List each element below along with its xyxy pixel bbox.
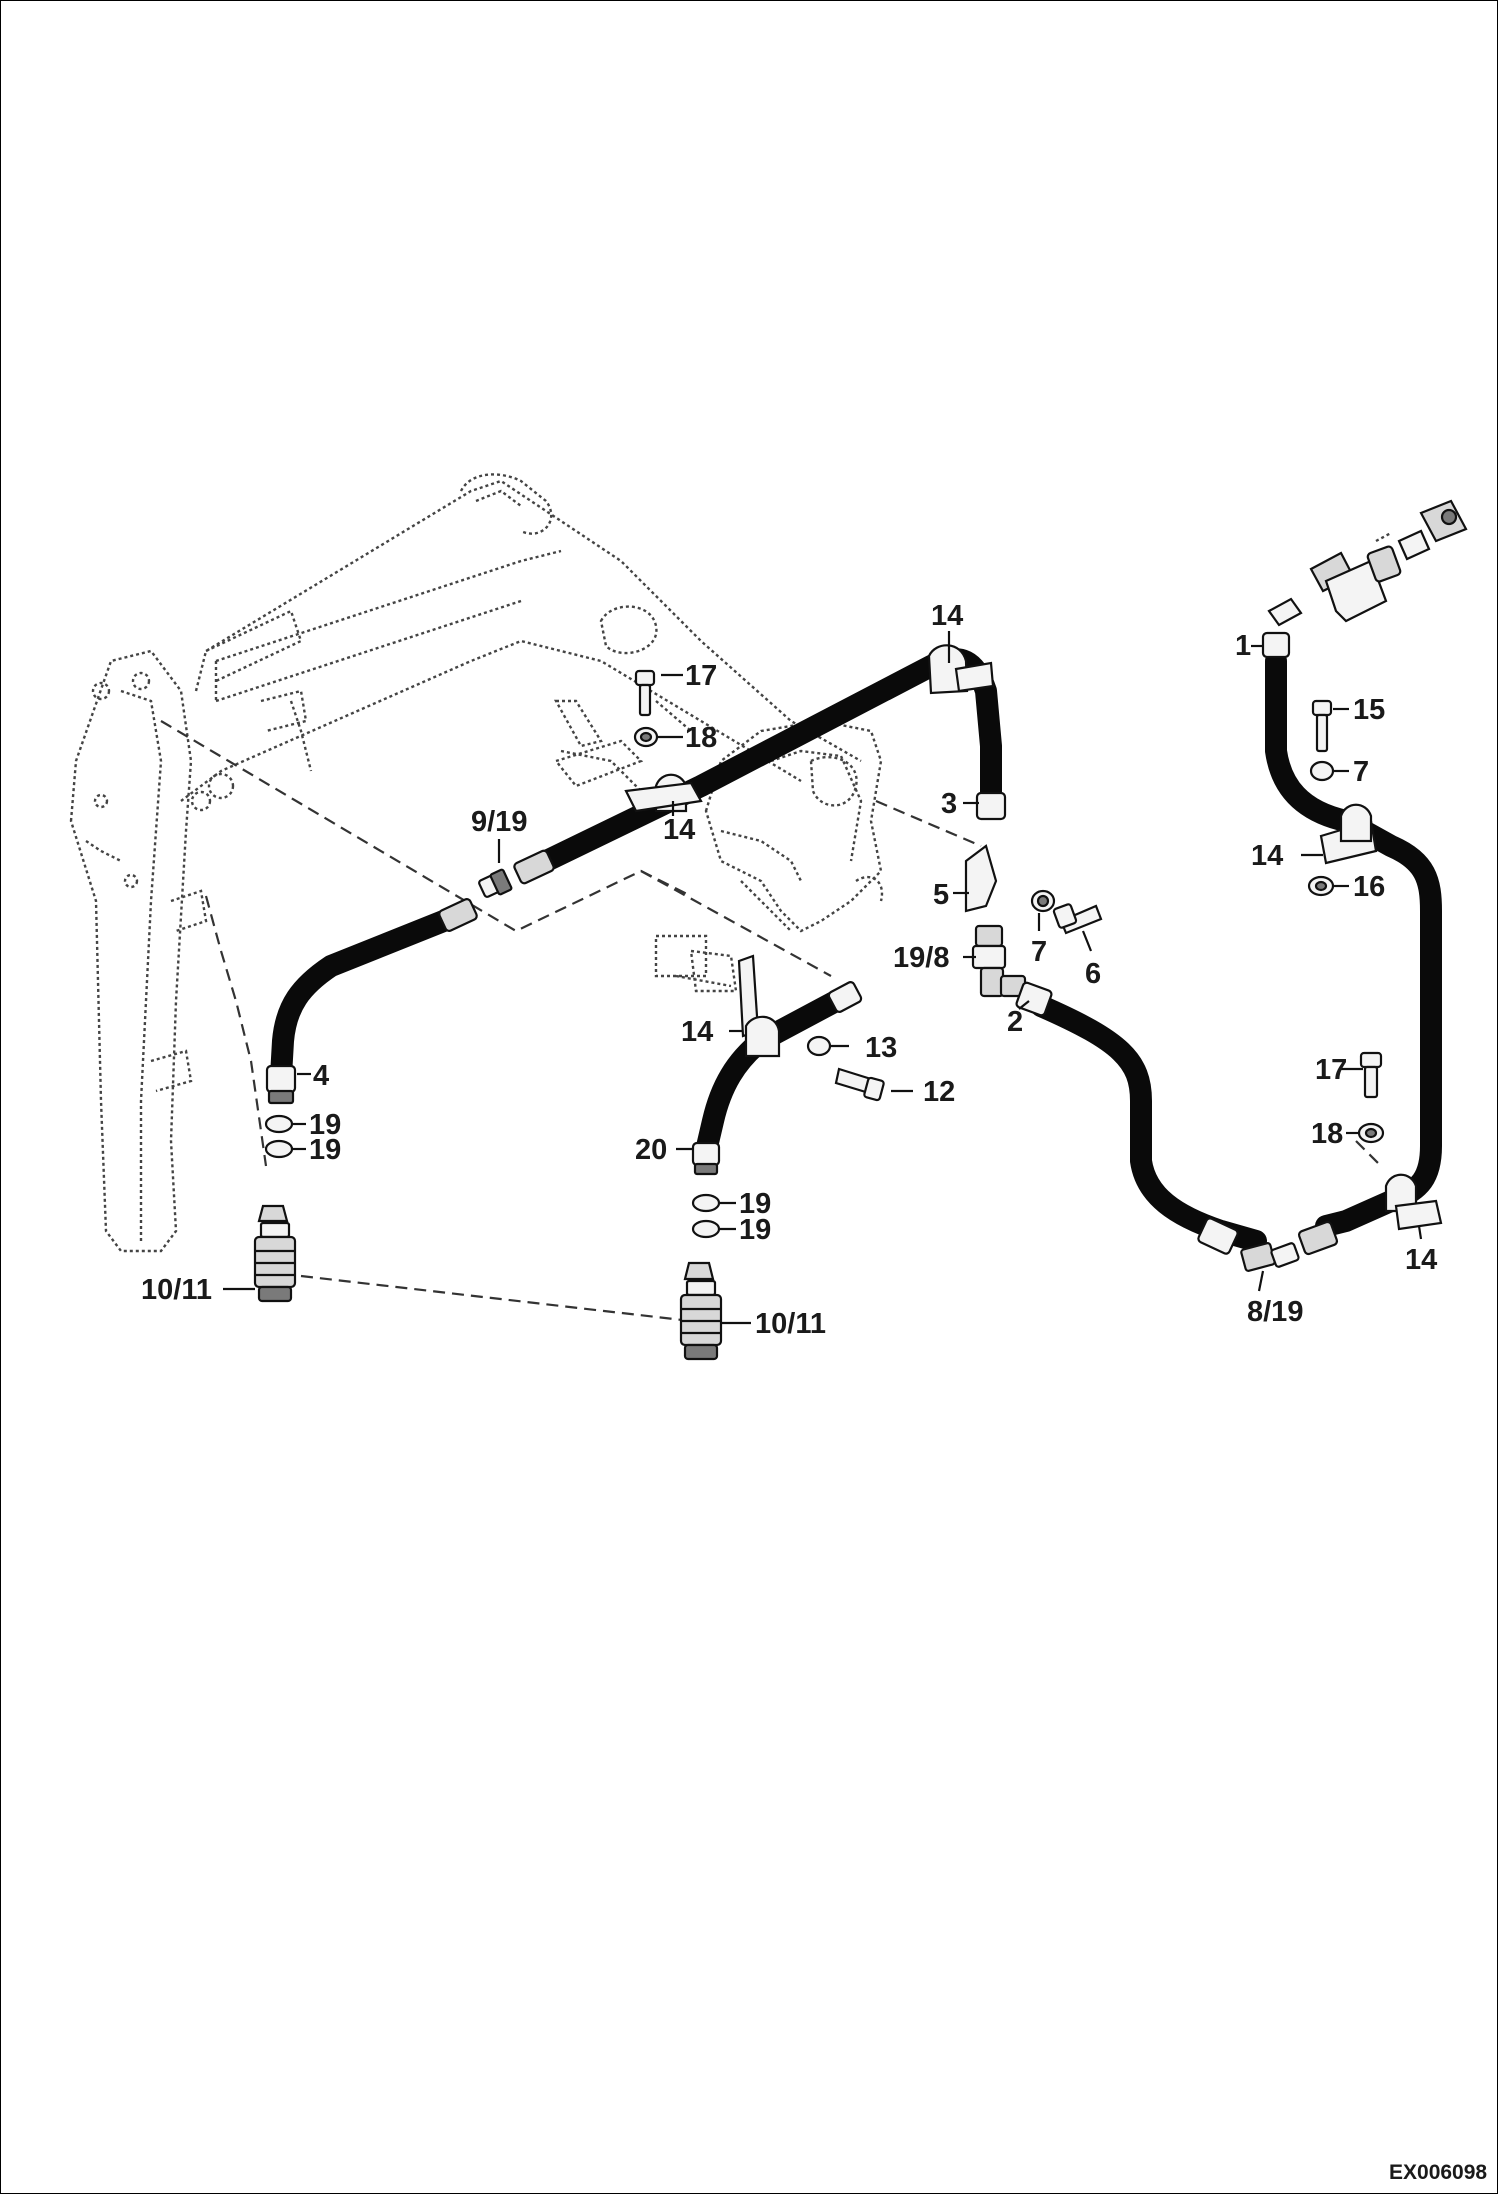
callout-12: 12 bbox=[923, 1076, 955, 1108]
callout-7: 7 bbox=[1353, 756, 1369, 788]
fittings bbox=[253, 499, 1468, 1361]
callout-10-11: 10/11 bbox=[755, 1308, 826, 1340]
callout-14: 14 bbox=[681, 1016, 713, 1048]
callout-8-19: 8/19 bbox=[1247, 1296, 1303, 1328]
callout-14: 14 bbox=[1405, 1244, 1437, 1276]
callout-19: 19 bbox=[309, 1134, 341, 1166]
document-id: EX006098 bbox=[1389, 2161, 1487, 2184]
callout-6: 6 bbox=[1085, 958, 1101, 990]
callout-10-11: 10/11 bbox=[141, 1274, 212, 1306]
callout-19: 19 bbox=[309, 1109, 341, 1141]
hoses bbox=[270, 648, 1442, 1252]
leader-lines bbox=[223, 631, 1423, 1325]
callout-16: 16 bbox=[1353, 871, 1385, 903]
callout-17: 17 bbox=[1315, 1054, 1347, 1086]
callout-4: 4 bbox=[313, 1060, 329, 1092]
callout-1: 1 bbox=[1235, 630, 1251, 662]
callout-3: 3 bbox=[941, 788, 957, 820]
callout-7: 7 bbox=[1031, 936, 1047, 968]
boom-arm-outline bbox=[69, 473, 884, 1253]
hose-left bbox=[270, 905, 467, 1087]
callout-14: 14 bbox=[1251, 840, 1283, 872]
callout-15: 15 bbox=[1353, 694, 1385, 726]
callout-17: 17 bbox=[685, 660, 717, 692]
reference-lines bbox=[160, 720, 1382, 1323]
callout-14: 14 bbox=[663, 814, 695, 846]
hose-upper bbox=[525, 648, 1002, 877]
boom-pivot-outline bbox=[553, 699, 692, 792]
callout-18: 18 bbox=[685, 722, 717, 754]
callout-19: 19 bbox=[739, 1188, 771, 1220]
callout-9-19: 9/19 bbox=[471, 806, 527, 838]
callout-20: 20 bbox=[635, 1134, 667, 1166]
callout-18: 18 bbox=[1311, 1118, 1343, 1150]
hose-right bbox=[1265, 650, 1442, 1237]
callout-19-8: 19/8 bbox=[893, 942, 949, 974]
hose-right-lower bbox=[1030, 995, 1267, 1252]
callout-2: 2 bbox=[1007, 1006, 1023, 1038]
callout-19: 19 bbox=[739, 1214, 771, 1246]
callout-labels: 14 17 18 14 9/19 3 5 7 6 19/8 2 4 19 19 … bbox=[141, 600, 1437, 1340]
bracket-outlines bbox=[553, 739, 738, 993]
callout-13: 13 bbox=[865, 1032, 897, 1064]
callout-14: 14 bbox=[931, 600, 963, 632]
callout-5: 5 bbox=[933, 879, 949, 911]
